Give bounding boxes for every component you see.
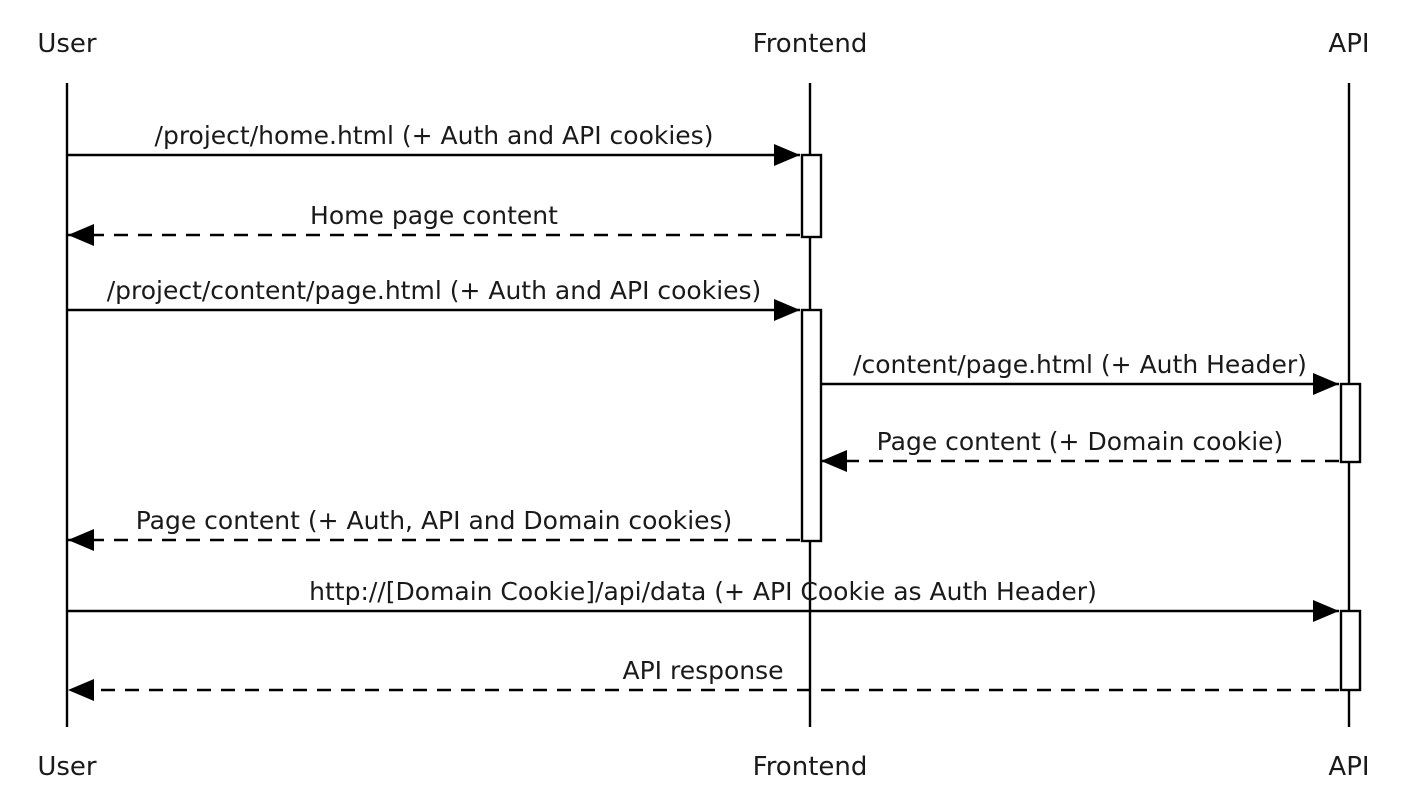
participant-label-top-frontend: Frontend [753, 29, 868, 59]
arrowhead-msg-6 [68, 529, 94, 551]
activation-box-api-act-2 [1339, 609, 1362, 692]
activation-box-api-act-1 [1339, 382, 1362, 464]
arrowhead-msg-5 [821, 450, 847, 472]
activation-box-frontend-act-2 [800, 308, 823, 543]
message-label-msg-6: Page content (+ Auth, API and Domain coo… [136, 506, 733, 535]
message-label-msg-7: http://[Domain Cookie]/api/data (+ API C… [309, 577, 1097, 606]
message-label-msg-1: /project/home.html (+ Auth and API cooki… [155, 121, 714, 150]
participant-label-bottom-frontend: Frontend [753, 752, 868, 782]
arrowhead-msg-4 [1313, 373, 1339, 395]
message-label-msg-4: /content/page.html (+ Auth Header) [853, 350, 1307, 379]
participant-label-top-api: API [1328, 29, 1369, 59]
participant-label-top-user: User [37, 29, 97, 59]
activations-layer [800, 153, 1362, 692]
arrowheads-layer [68, 144, 1339, 701]
arrowhead-msg-3 [774, 299, 800, 321]
lifelines-layer [65, 83, 1351, 727]
arrowhead-msg-8 [68, 679, 94, 701]
message-label-msg-8: API response [622, 656, 783, 685]
arrowhead-msg-7 [1313, 600, 1339, 622]
participant-label-bottom-user: User [37, 752, 97, 782]
arrowhead-msg-2 [68, 224, 94, 246]
message-label-msg-5: Page content (+ Domain cookie) [877, 427, 1284, 456]
activation-box-frontend-act-1 [800, 153, 823, 239]
messages-layer [68, 153, 1339, 692]
message-label-msg-3: /project/content/page.html (+ Auth and A… [107, 276, 762, 305]
participant-label-bottom-api: API [1328, 752, 1369, 782]
message-label-msg-2: Home page content [310, 201, 558, 230]
labels-layer: UserUserFrontendFrontendAPIAPI/project/h… [37, 29, 1369, 782]
arrowhead-msg-1 [774, 144, 800, 166]
